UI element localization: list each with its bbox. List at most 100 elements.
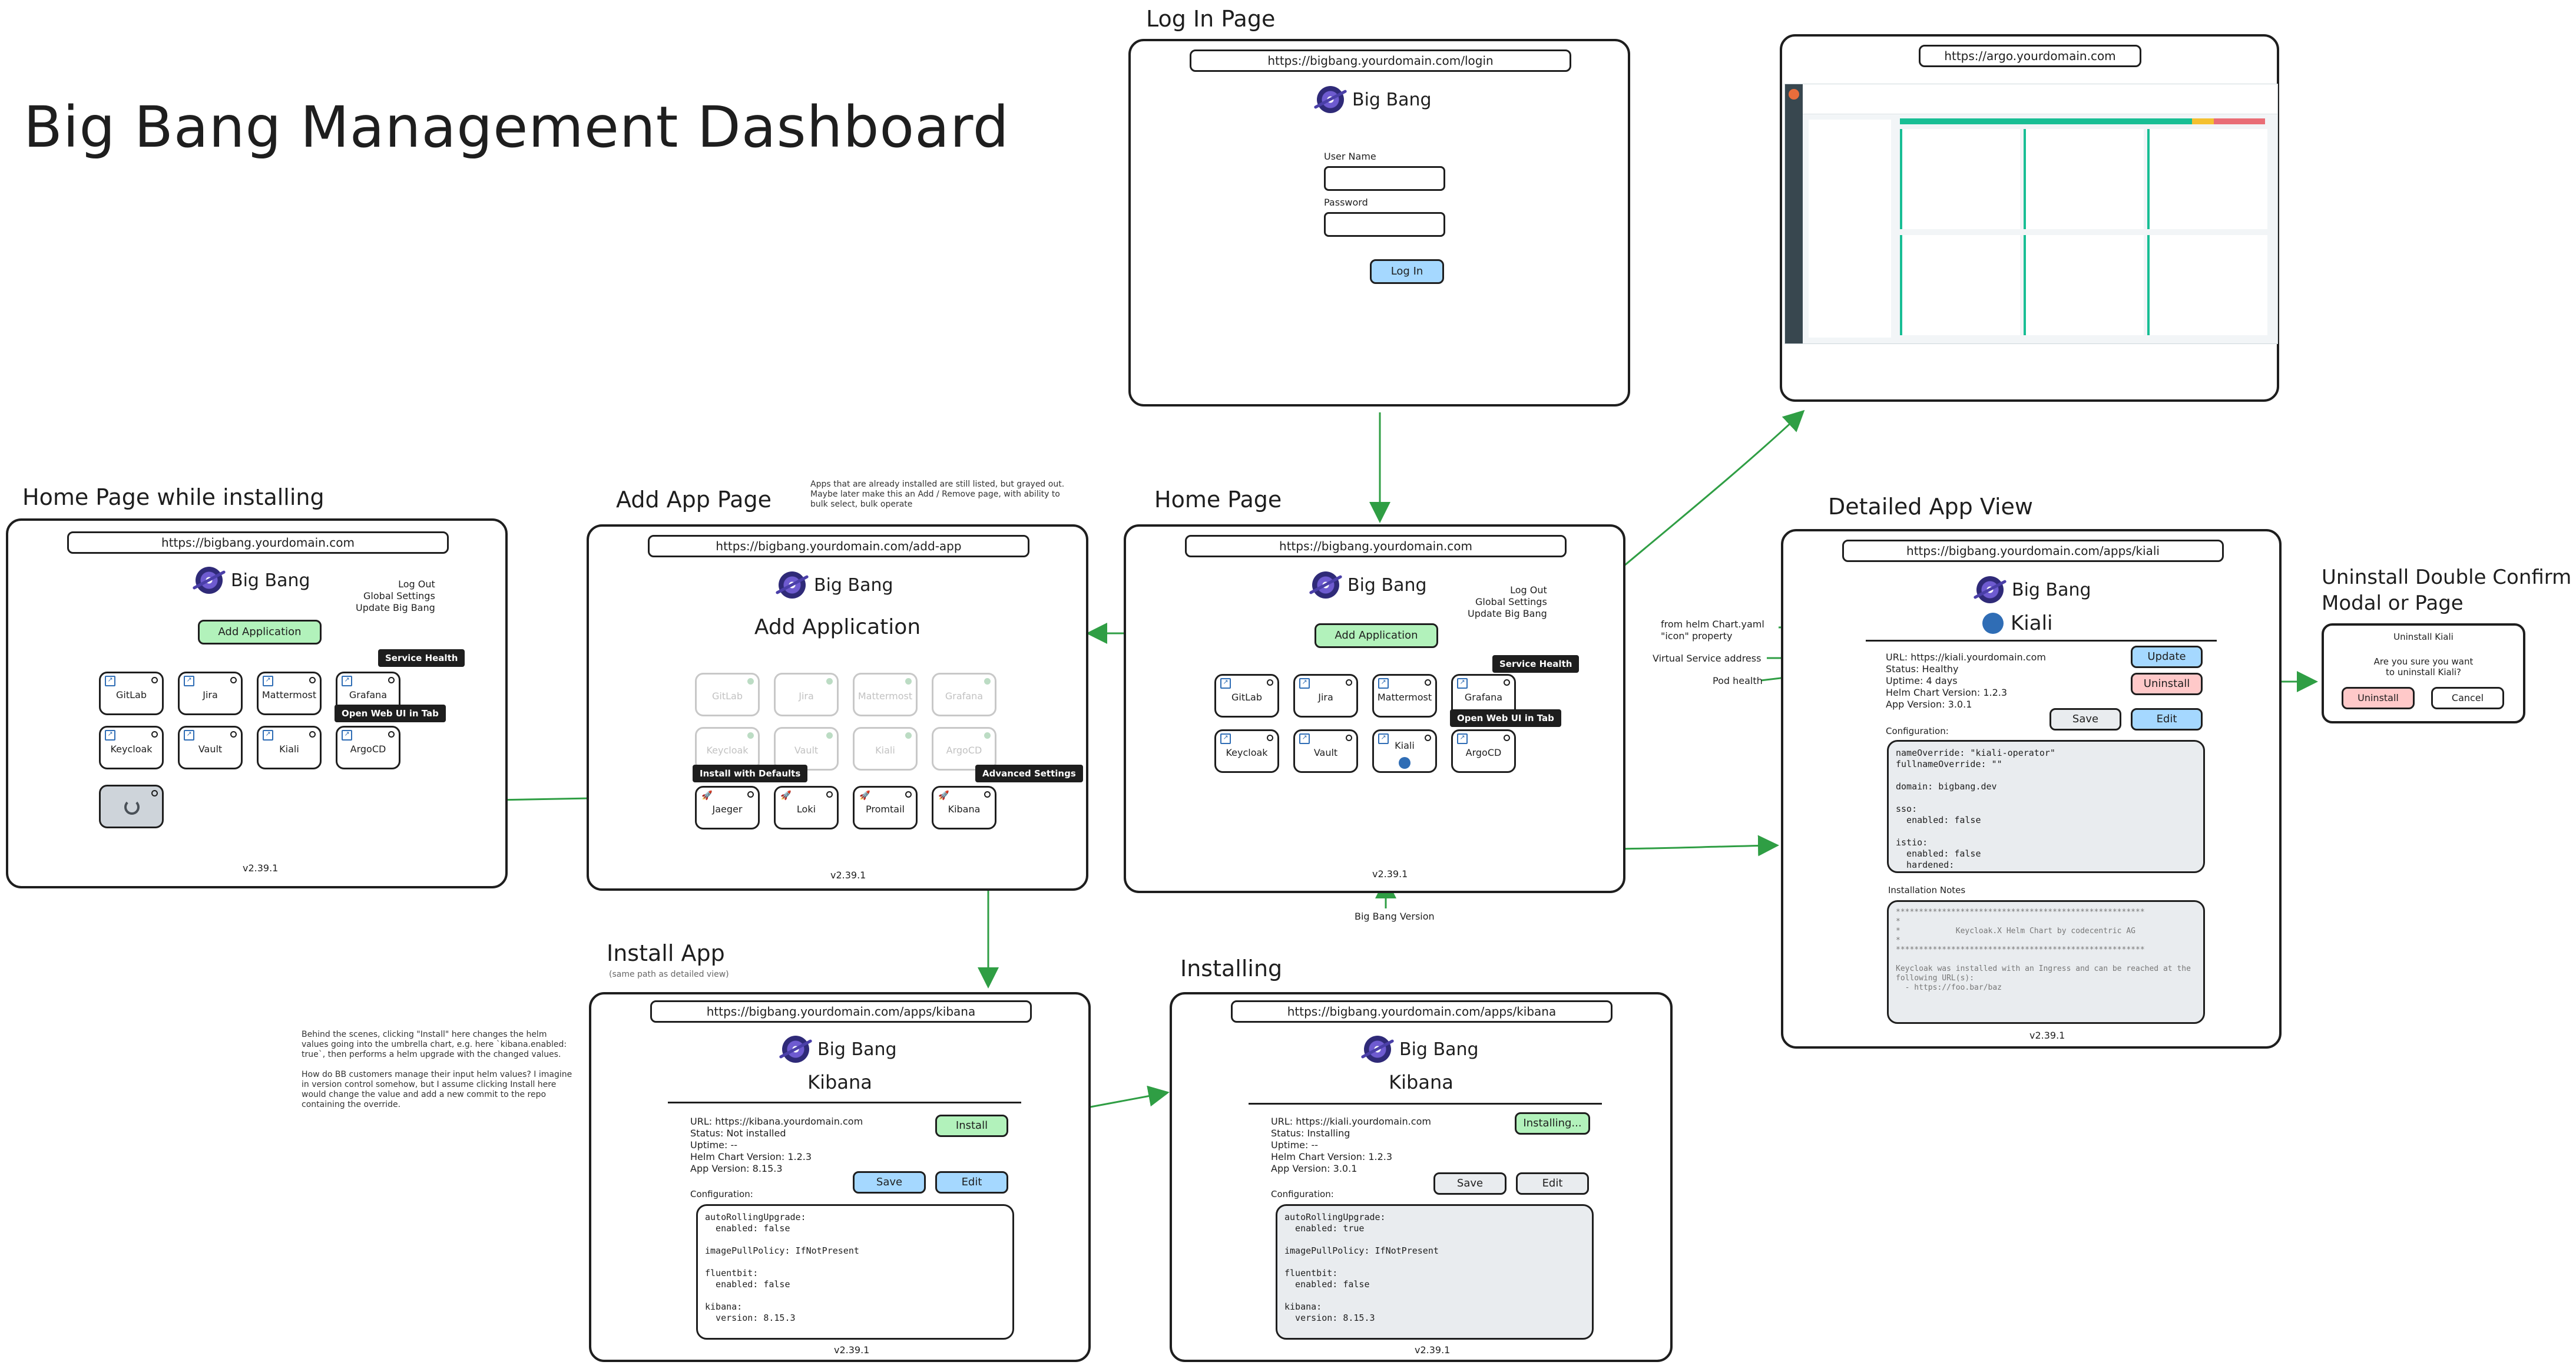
external-link-icon[interactable]: ↗ xyxy=(105,676,115,686)
config-editor[interactable]: nameOverride: "kiali-operator" fullnameO… xyxy=(1887,740,2205,873)
health-dot xyxy=(309,677,316,683)
app-tile-gitlab-installed: GitLab xyxy=(695,673,760,716)
external-link-icon[interactable]: ↗ xyxy=(184,730,194,741)
divider xyxy=(1249,1103,1602,1105)
login-button[interactable]: Log In xyxy=(1370,259,1444,284)
argo-app-card[interactable] xyxy=(2024,129,2144,229)
username-field[interactable] xyxy=(1324,166,1445,191)
password-field[interactable] xyxy=(1324,212,1445,237)
app-tile-gitlab[interactable]: ↗GitLab xyxy=(1214,674,1279,718)
install-button[interactable]: Install xyxy=(935,1115,1008,1137)
cancel-button[interactable]: Cancel xyxy=(2431,687,2504,709)
settings-icon[interactable] xyxy=(747,791,754,798)
save-button[interactable]: Save xyxy=(853,1171,926,1194)
global-settings-link[interactable]: Global Settings xyxy=(1475,596,1547,607)
big-bang-logo-icon xyxy=(196,567,223,594)
rocket-icon[interactable]: 🚀 xyxy=(938,790,949,801)
edit-button[interactable]: Edit xyxy=(935,1171,1008,1194)
health-dot xyxy=(747,678,754,685)
global-settings-link[interactable]: Global Settings xyxy=(363,590,435,601)
app-tile-argocd[interactable]: ↗ArgoCD xyxy=(1451,729,1516,773)
argo-url-bar[interactable]: https://argo.yourdomain.com xyxy=(1919,45,2141,67)
external-link-icon[interactable]: ↗ xyxy=(1299,733,1310,744)
external-link-icon[interactable]: ↗ xyxy=(1457,733,1468,744)
config-editor[interactable]: autoRollingUpgrade: enabled: false image… xyxy=(696,1204,1014,1340)
external-link-icon[interactable]: ↗ xyxy=(1220,678,1231,689)
external-link-icon[interactable]: ↗ xyxy=(184,676,194,686)
app-tile-vault[interactable]: ↗Vault xyxy=(1293,729,1358,773)
edit-button[interactable]: Edit xyxy=(1516,1172,1589,1195)
app-tile-jira[interactable]: ↗Jira xyxy=(178,672,243,715)
external-link-icon[interactable]: ↗ xyxy=(1220,733,1231,744)
installation-notes-label: Installation Notes xyxy=(1888,885,1966,895)
app-tile-jira[interactable]: ↗Jira xyxy=(1293,674,1358,718)
save-button[interactable]: Save xyxy=(2049,708,2121,731)
app-tile-vault[interactable]: ↗Vault xyxy=(178,726,243,769)
app-tile-gitlab[interactable]: ↗GitLab xyxy=(99,672,164,715)
config-label: Configuration: xyxy=(1271,1189,1334,1199)
app-tile-keycloak[interactable]: ↗Keycloak xyxy=(99,726,164,769)
app-tile-kibana[interactable]: 🚀Kibana xyxy=(932,786,996,829)
app-tile-mattermost[interactable]: ↗Mattermost xyxy=(257,672,322,715)
logout-link[interactable]: Log Out xyxy=(398,579,435,590)
health-dot xyxy=(984,732,991,739)
external-link-icon[interactable]: ↗ xyxy=(1457,678,1468,689)
argo-app-card[interactable] xyxy=(2024,235,2144,335)
service-health-tooltip: Service Health xyxy=(1492,655,1580,673)
app-tile-kiali[interactable]: ↗Kiali xyxy=(1372,729,1437,773)
add-application-button[interactable]: Add Application xyxy=(198,620,322,645)
config-editor[interactable]: autoRollingUpgrade: enabled: true imageP… xyxy=(1276,1204,1594,1340)
app-tile-mattermost[interactable]: ↗Mattermost xyxy=(1372,674,1437,718)
settings-icon[interactable] xyxy=(826,791,833,798)
settings-icon[interactable] xyxy=(984,791,991,798)
app-tile-kiali[interactable]: ↗Kiali xyxy=(257,726,322,769)
argo-app-card[interactable] xyxy=(1900,235,2020,335)
url-bar[interactable]: https://bigbang.yourdomain.com/apps/kiba… xyxy=(1231,1000,1613,1023)
confirm-uninstall-button[interactable]: Uninstall xyxy=(2342,687,2415,709)
url-bar[interactable]: https://bigbang.yourdomain.com/apps/kial… xyxy=(1842,540,2224,562)
install-frame: https://bigbang.yourdomain.com/apps/kiba… xyxy=(589,992,1091,1362)
url-bar[interactable]: https://bigbang.yourdomain.com xyxy=(67,531,449,554)
argo-app-card[interactable] xyxy=(2147,129,2267,229)
app-tile-keycloak[interactable]: ↗Keycloak xyxy=(1214,729,1279,773)
argo-app-card[interactable] xyxy=(1900,129,2020,229)
health-dot xyxy=(151,677,158,683)
update-big-bang-link[interactable]: Update Big Bang xyxy=(1468,608,1547,619)
url-bar[interactable]: https://bigbang.yourdomain.com/add-app xyxy=(648,535,1029,557)
install-frame-title: Install App xyxy=(607,940,725,966)
external-link-icon[interactable]: ↗ xyxy=(263,730,273,741)
external-link-icon[interactable]: ↗ xyxy=(1378,733,1389,744)
icon-annotation: from helm Chart.yaml "icon" property xyxy=(1661,619,1764,642)
logout-link[interactable]: Log Out xyxy=(1510,584,1547,596)
settings-icon[interactable] xyxy=(905,791,912,798)
app-tile-jaeger[interactable]: 🚀Jaeger xyxy=(695,786,760,829)
app-tile-loki[interactable]: 🚀Loki xyxy=(774,786,839,829)
external-link-icon[interactable]: ↗ xyxy=(342,730,352,741)
url-bar[interactable]: https://bigbang.yourdomain.com/apps/kiba… xyxy=(650,1000,1032,1023)
rocket-icon[interactable]: 🚀 xyxy=(859,790,870,801)
health-dot xyxy=(826,732,833,739)
app-tile-promtail[interactable]: 🚀Promtail xyxy=(853,786,918,829)
update-big-bang-link[interactable]: Update Big Bang xyxy=(356,602,435,613)
argo-app-card[interactable] xyxy=(2147,235,2267,335)
installing-button[interactable]: Installing... xyxy=(1515,1112,1590,1135)
edit-button[interactable]: Edit xyxy=(2131,708,2203,731)
external-link-icon[interactable]: ↗ xyxy=(263,676,273,686)
external-link-icon[interactable]: ↗ xyxy=(342,676,352,686)
url-bar[interactable]: https://bigbang.yourdomain.com/login xyxy=(1190,49,1571,72)
external-link-icon[interactable]: ↗ xyxy=(1378,678,1389,689)
add-application-button[interactable]: Add Application xyxy=(1315,623,1438,648)
update-button[interactable]: Update xyxy=(2131,646,2203,668)
app-tile-installing[interactable] xyxy=(99,785,164,828)
app-tile-argocd[interactable]: ↗ArgoCD xyxy=(336,726,400,769)
url-bar[interactable]: https://bigbang.yourdomain.com xyxy=(1185,535,1567,557)
home-installing-frame-title: Home Page while installing xyxy=(22,484,325,510)
rocket-icon[interactable]: 🚀 xyxy=(780,790,792,801)
info-helm-version: Helm Chart Version: 1.2.3 xyxy=(690,1151,812,1162)
external-link-icon[interactable]: ↗ xyxy=(1299,678,1310,689)
external-link-icon[interactable]: ↗ xyxy=(105,730,115,741)
save-button[interactable]: Save xyxy=(1433,1172,1506,1195)
rocket-icon[interactable]: 🚀 xyxy=(701,790,713,801)
uninstall-button[interactable]: Uninstall xyxy=(2131,673,2203,695)
app-name: Kibana xyxy=(1389,1071,1453,1093)
